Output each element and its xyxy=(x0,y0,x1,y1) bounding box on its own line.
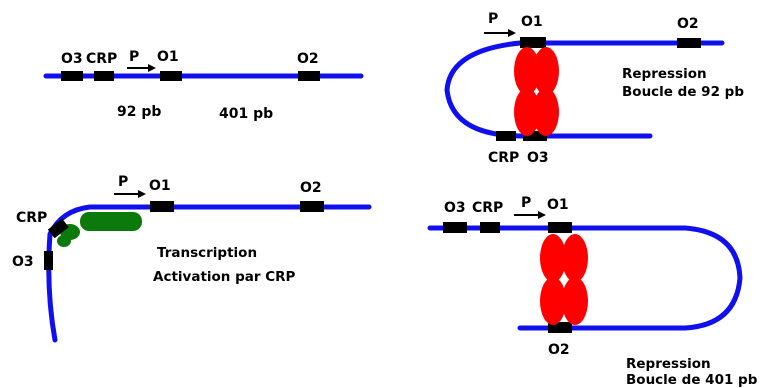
promoter-arrow xyxy=(514,211,546,219)
caption-line2: Boucle de 92 pb xyxy=(622,84,744,100)
promoter-arrow xyxy=(127,64,156,72)
label-distance-401: 401 pb xyxy=(219,106,273,122)
label-o3: O3 xyxy=(61,51,83,67)
caption-line2: Activation par CRP xyxy=(153,269,296,285)
label-o1: O1 xyxy=(149,178,171,194)
dna-loop xyxy=(427,225,743,331)
label-o3: O3 xyxy=(444,200,466,216)
label-p: P xyxy=(521,195,531,211)
panel-linear-dna: O3 CRP P O1 O2 92 pb 401 pb xyxy=(43,49,364,122)
label-o3: O3 xyxy=(12,254,34,270)
label-o2: O2 xyxy=(297,51,319,67)
label-o3: O3 xyxy=(527,150,549,166)
caption-line2: Boucle de 401 pb xyxy=(626,372,758,388)
lac-repressor xyxy=(540,234,588,325)
crp-protein xyxy=(57,212,142,247)
caption-line1: Repression xyxy=(622,66,707,82)
label-crp: CRP xyxy=(86,51,117,67)
site-crp xyxy=(94,71,114,81)
label-p: P xyxy=(118,174,128,190)
site-o1 xyxy=(548,222,572,233)
site-crp xyxy=(480,222,500,233)
label-o2: O2 xyxy=(677,16,699,32)
label-o2: O2 xyxy=(300,180,322,196)
label-distance-92: 92 pb xyxy=(117,104,161,120)
dna-loop xyxy=(444,40,725,139)
label-crp: CRP xyxy=(488,150,519,166)
panel-crp-activation: P O1 O2 CRP O3 Transcription Activation … xyxy=(12,174,372,343)
site-o3 xyxy=(44,251,53,270)
promoter-arrow xyxy=(484,29,516,37)
caption-line1: Repression xyxy=(626,356,711,372)
label-p: P xyxy=(488,11,498,27)
dna-bent-strand xyxy=(46,204,372,343)
site-o1 xyxy=(520,37,546,48)
label-o1: O1 xyxy=(547,197,569,213)
site-o2 xyxy=(298,71,320,81)
label-crp: CRP xyxy=(16,210,47,226)
site-o3 xyxy=(523,131,547,141)
label-o2: O2 xyxy=(548,342,570,358)
lac-repressor xyxy=(514,47,559,136)
label-o1: O1 xyxy=(157,49,179,65)
promoter-arrow xyxy=(114,190,146,198)
label-o1: O1 xyxy=(521,14,543,30)
site-o2 xyxy=(677,38,701,48)
caption-line1: Transcription xyxy=(157,245,257,261)
site-crp xyxy=(47,218,69,239)
panel-loop-401: O3 CRP P O1 O2 Repression Boucle de 401 … xyxy=(427,195,758,388)
label-p: P xyxy=(129,49,139,65)
panel-loop-92: P O1 O2 CRP O3 Repression Boucle de 92 p… xyxy=(444,11,744,166)
label-crp: CRP xyxy=(472,200,503,216)
site-o2 xyxy=(300,201,324,212)
site-o3 xyxy=(61,71,83,81)
site-o3 xyxy=(443,222,467,233)
site-o1 xyxy=(150,201,174,212)
site-crp xyxy=(496,131,516,141)
site-o2 xyxy=(548,322,572,333)
site-o1 xyxy=(160,71,182,81)
